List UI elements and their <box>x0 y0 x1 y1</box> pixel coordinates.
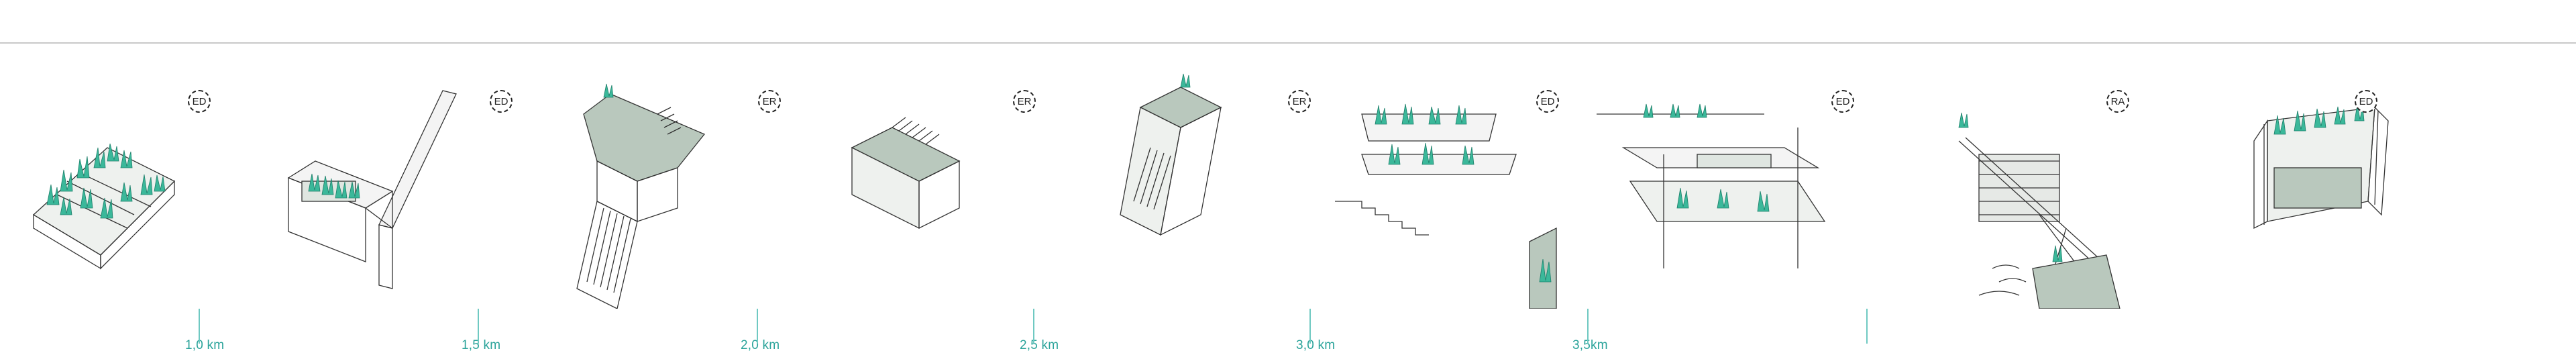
zone-badge: ER <box>1013 90 1036 113</box>
distance-label: 1,5 km <box>462 338 501 352</box>
l-shaped-wall-planter-drawing <box>287 90 457 289</box>
distance-label: 2,0 km <box>741 338 780 352</box>
terraced-planters-and-stairs-drawing <box>1335 103 1557 309</box>
zone-badge: ED <box>188 90 211 113</box>
distance-label: 2,5 km <box>1020 338 1059 352</box>
corner-planter-box-drawing <box>2253 104 2389 230</box>
zone-badge: ED <box>1831 90 1854 113</box>
distance-label: 1,0 km <box>185 338 225 352</box>
illustration-panel-7: ED <box>1597 67 1868 309</box>
illustration-panel-1: ED 1,0 km <box>20 67 291 352</box>
rotated-staircase-block-drawing <box>1120 73 1222 236</box>
illustration-panel-4: ER 2,5 km <box>839 67 1110 352</box>
distance-tick <box>199 309 200 344</box>
gabion-wall-and-beams-drawing <box>1958 112 2121 309</box>
distance-label: 3,0 km <box>1296 338 1336 352</box>
distance-label: 3,5km <box>1572 338 1608 352</box>
planter-terrace-section-drawing <box>1597 103 1826 268</box>
cross-shaped-staircase-drawing <box>576 83 706 309</box>
zone-badge: ED <box>1536 90 1559 113</box>
illustration-panel-3: ER 2,0 km <box>557 67 828 352</box>
illustration-panel-9: ED <box>2147 67 2418 309</box>
illustration-panel-8: RA <box>1878 67 2149 309</box>
illustration-panel-5: ER 3,0 km <box>1087 67 1358 352</box>
illustration-panel-6: ED 3,5km <box>1335 67 1608 352</box>
top-divider-line <box>0 42 2576 44</box>
zone-badge: ER <box>758 90 781 113</box>
distance-tick <box>1033 309 1034 344</box>
stepped-block-staircase-drawing <box>851 117 961 230</box>
isometric-planter-grid-drawing <box>32 143 176 270</box>
distance-tick <box>1587 309 1589 344</box>
distance-tick <box>1309 309 1311 344</box>
distance-tick <box>757 309 758 344</box>
illustration-panel-2: ED 1,5 km <box>275 67 546 352</box>
zone-badge: ED <box>490 90 513 113</box>
distance-tick <box>478 309 479 344</box>
zone-badge: ER <box>1288 90 1311 113</box>
zone-badge: RA <box>2106 90 2129 113</box>
distance-tick <box>1866 309 1868 344</box>
zone-badge: ED <box>2355 90 2377 113</box>
